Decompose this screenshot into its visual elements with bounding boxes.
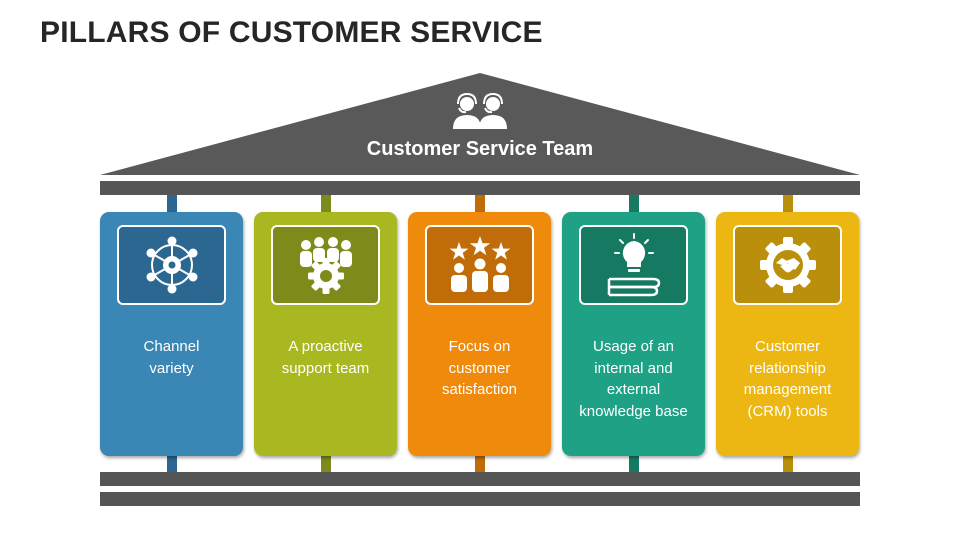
pillar-connector-top xyxy=(475,195,485,213)
pillar-label: Focus on customer satisfaction xyxy=(441,338,518,398)
pillar-connector-bottom xyxy=(783,456,793,472)
pillar-label: Usage of an internal and external knowle… xyxy=(579,338,688,420)
pillar-connector-top xyxy=(783,195,793,213)
pillar-proactive-support-team: A proactive support team xyxy=(254,212,397,456)
bottom-beam-lower xyxy=(100,492,860,506)
pillar-icon-box xyxy=(579,225,688,305)
pillar-icon-box xyxy=(271,225,380,305)
roof-label: Customer Service Team xyxy=(366,138,594,160)
pillar-connector-bottom xyxy=(629,456,639,472)
pillar-connector-bottom xyxy=(321,456,331,472)
pillar-connector-bottom xyxy=(167,456,177,472)
channel-network-icon xyxy=(146,236,197,294)
pillar-label: Channel variety xyxy=(143,338,200,377)
pillar-channel-variety: Channel variety xyxy=(100,212,243,456)
page-title: PILLARS OF CUSTOMER SERVICE xyxy=(40,16,543,49)
pillar-connector-bottom xyxy=(475,456,485,472)
lightbulb-books-icon xyxy=(607,233,660,297)
pillar-label: Customer relationship management (CRM) t… xyxy=(743,338,832,420)
stars-customers-icon xyxy=(449,236,510,292)
pillar-icon-box xyxy=(733,225,842,305)
handshake-gear-icon xyxy=(759,237,816,293)
top-beam xyxy=(100,181,860,195)
pillar-connector-top xyxy=(629,195,639,213)
pillar-crm-tools: Customer relationship management (CRM) t… xyxy=(716,212,859,456)
pillar-knowledge-base: Usage of an internal and external knowle… xyxy=(562,212,705,456)
pillar-connector-top xyxy=(167,195,177,213)
pillar-connector-top xyxy=(321,195,331,213)
pillar-icon-box xyxy=(425,225,534,305)
bottom-beam-upper xyxy=(100,472,860,486)
pillar-customer-satisfaction: Focus on customer satisfaction xyxy=(408,212,551,456)
pillar-label: A proactive support team xyxy=(281,338,370,377)
pillar-icon-box xyxy=(117,225,226,305)
customer-support-agents-icon xyxy=(453,92,507,129)
team-gear-icon xyxy=(299,237,352,294)
